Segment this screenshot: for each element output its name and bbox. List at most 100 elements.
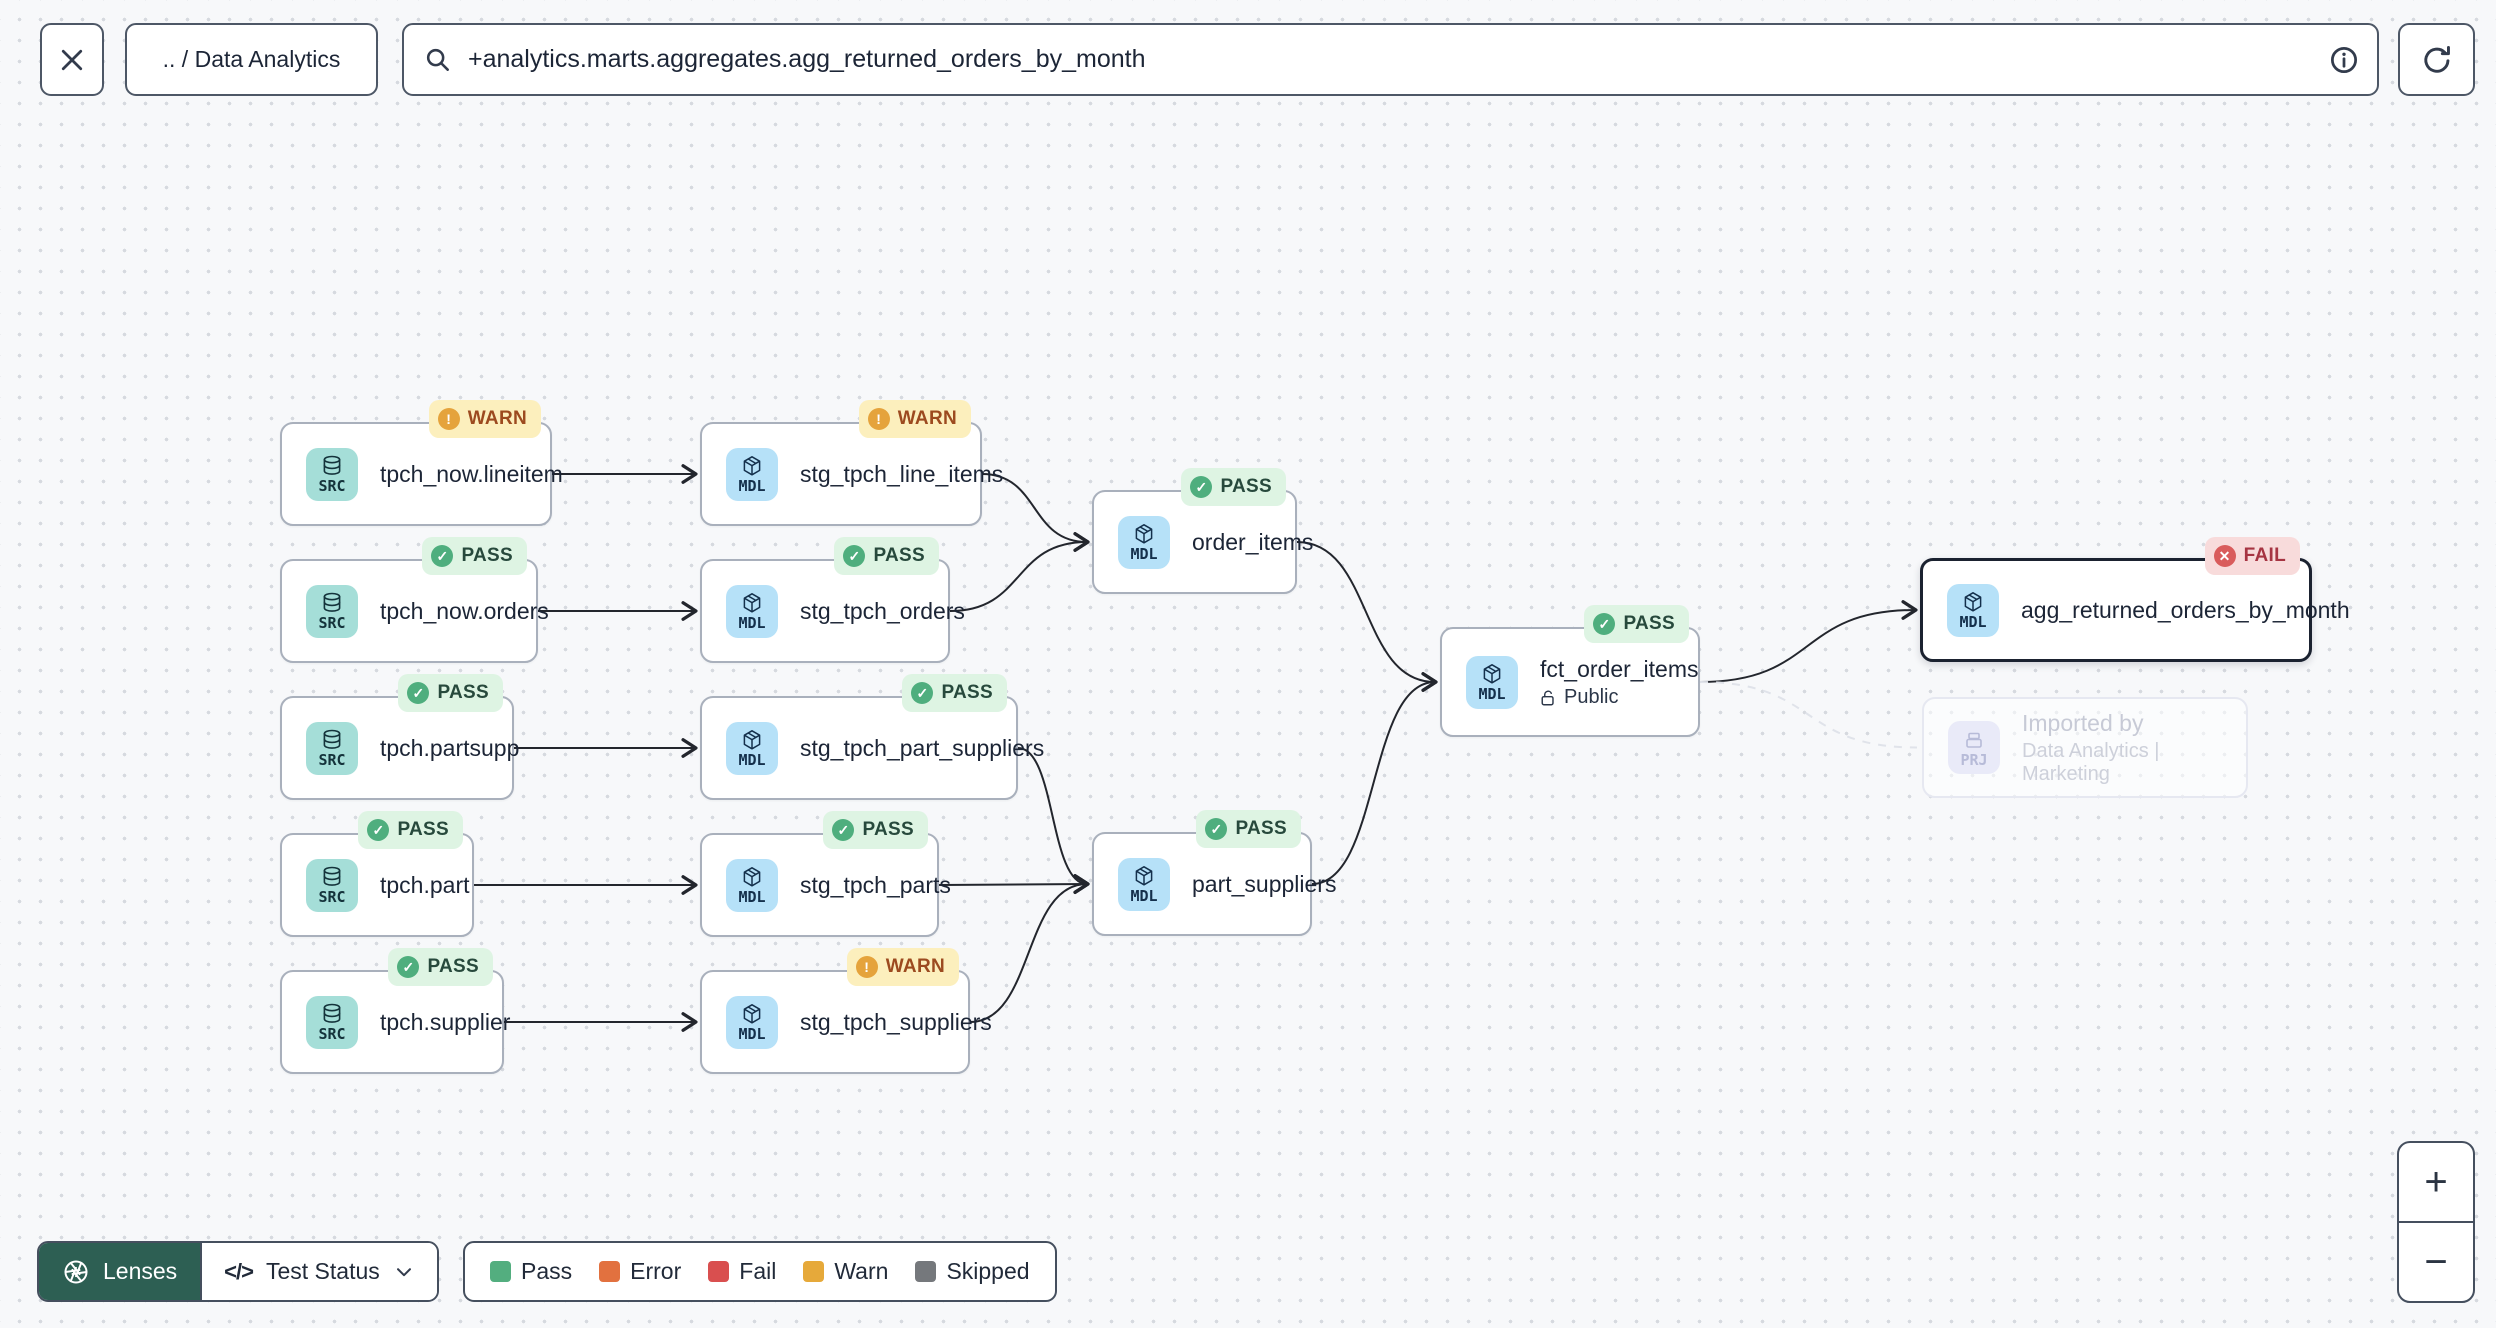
node-title: tpch_now.lineitem	[380, 460, 563, 487]
source-icon: SRC	[306, 858, 358, 912]
status-badge-fail: ✕FAIL	[2204, 537, 2300, 575]
lens-selector[interactable]: </> Test Status	[200, 1243, 437, 1300]
edge-stg_suppliers-to-part_suppliers	[969, 874, 1090, 1023]
edge-stg_parts-to-part_suppliers	[938, 874, 1090, 894]
info-icon[interactable]	[2329, 45, 2359, 75]
node-title: stg_tpch_part_suppliers	[800, 734, 1045, 761]
status-badge-pass: ✓PASS	[1584, 605, 1689, 643]
node-stg_line_items[interactable]: !WARN MDL stg_tpch_line_items	[700, 400, 1004, 526]
warn-status-icon: !	[867, 408, 890, 430]
edge-fct_order_items-to-imported_by	[1699, 681, 1918, 749]
node-kind-label: MDL	[738, 477, 766, 495]
zoom-out-button[interactable]: −	[2399, 1221, 2473, 1301]
breadcrumb-label: .. / Data Analytics	[162, 46, 341, 72]
search-input[interactable]	[466, 44, 2315, 75]
legend-swatch	[803, 1261, 825, 1282]
close-button[interactable]	[40, 23, 104, 96]
status-badge-label: PASS	[1623, 613, 1675, 634]
legend-label: Pass	[521, 1258, 573, 1284]
zoom-controls: + −	[2397, 1141, 2475, 1303]
source-icon: SRC	[306, 584, 358, 638]
legend-swatch	[708, 1261, 730, 1282]
pass-status-icon: ✓	[1190, 476, 1213, 498]
status-badge-label: PASS	[461, 545, 513, 566]
status-badge-label: WARN	[467, 408, 527, 429]
zoom-in-button[interactable]: +	[2424, 1159, 2448, 1204]
pass-status-icon: ✓	[397, 956, 420, 978]
status-badge-warn: !WARN	[846, 948, 959, 986]
pass-status-icon: ✓	[407, 682, 430, 704]
node-kind-label: MDL	[1130, 887, 1158, 905]
status-badge-label: PASS	[941, 682, 993, 703]
status-legend: Pass Error Fail Warn Skipped	[463, 1241, 1057, 1302]
node-stg_suppliers[interactable]: !WARN MDL stg_tpch_suppliers	[700, 948, 992, 1074]
status-badge-pass: ✓ PASS	[902, 674, 1007, 712]
status-badge-label: PASS	[873, 545, 925, 566]
pass-status-icon: ✓	[911, 682, 934, 704]
node-title: tpch.part	[380, 871, 470, 898]
node-title: stg_tpch_parts	[800, 871, 951, 898]
status-badge-warn: !WARN	[858, 400, 971, 438]
status-badge-pass: ✓PASS	[398, 674, 503, 712]
legend-item-skipped: Skipped	[915, 1258, 1030, 1285]
model-icon: MDL	[726, 995, 778, 1049]
pass-status-icon: ✓	[431, 545, 454, 567]
model-icon: MDL	[1466, 655, 1518, 709]
access-row: Public	[1540, 686, 1674, 709]
edge-part_suppliers-to-fct_order_items	[1311, 672, 1438, 885]
pass-status-icon: ✓	[367, 819, 390, 841]
status-badge-label: PASS	[862, 819, 914, 840]
model-icon: MDL	[726, 584, 778, 638]
code-icon: </>	[224, 1258, 254, 1284]
node-title: tpch.partsupp	[380, 734, 520, 761]
status-badge-pass: ✓PASS	[1196, 810, 1301, 848]
node-kind-label: SRC	[318, 614, 346, 632]
access-label: Public	[1564, 685, 1619, 708]
status-badge-pass: ✓ PASS	[823, 811, 928, 849]
legend-item-fail: Fail	[708, 1258, 776, 1285]
node-title: stg_tpch_suppliers	[800, 1008, 992, 1035]
node-title: stg_tpch_line_items	[800, 460, 1004, 487]
project-icon: PRJ	[1948, 721, 2000, 774]
node-kind-label: SRC	[318, 888, 346, 906]
node-kind-label: MDL	[738, 614, 766, 632]
refresh-icon	[2423, 45, 2450, 73]
close-icon	[61, 49, 83, 70]
breadcrumb[interactable]: .. / Data Analytics	[125, 23, 378, 96]
pass-status-icon: ✓	[832, 819, 855, 841]
node-title: order_items	[1192, 528, 1314, 555]
node-kind-label: PRJ	[1960, 750, 1988, 769]
legend-swatch	[915, 1261, 937, 1282]
status-badge-label: FAIL	[2243, 545, 2286, 566]
node-title: fct_order_items	[1540, 655, 1699, 682]
legend-label: Fail	[739, 1258, 777, 1284]
model-icon: MDL	[1118, 515, 1170, 569]
node-title: Imported by	[2022, 709, 2144, 736]
unlock-icon	[1541, 690, 1554, 705]
status-badge-warn: !WARN	[428, 400, 541, 438]
status-badge-pass: ✓PASS	[388, 948, 493, 986]
refresh-button[interactable]	[2398, 23, 2475, 96]
legend-item-error: Error	[599, 1258, 681, 1285]
legend-swatch	[490, 1261, 511, 1282]
lenses-button[interactable]: Lenses	[39, 1243, 201, 1300]
node-title: agg_returned_orders_by_month	[2021, 596, 2350, 623]
node-title: tpch.supplier	[380, 1008, 511, 1035]
node-kind-label: MDL	[738, 1025, 766, 1043]
legend-label: Warn	[834, 1258, 889, 1284]
search-bar[interactable]	[402, 23, 2379, 96]
aperture-icon	[64, 1260, 88, 1283]
